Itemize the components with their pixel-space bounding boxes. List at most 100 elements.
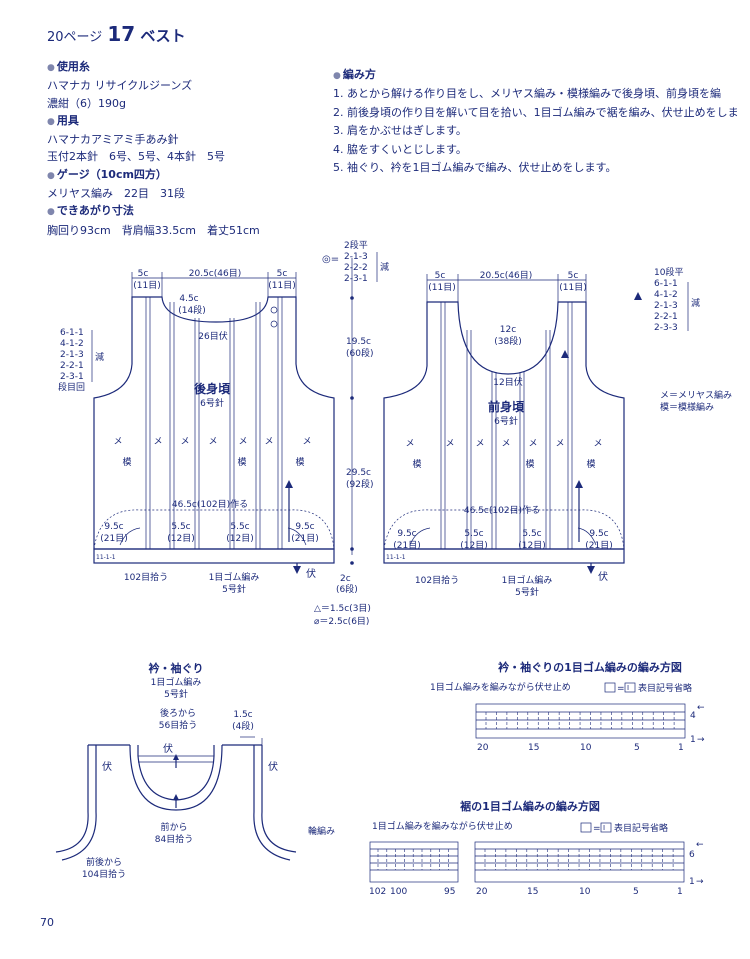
back-ribbing-label: 1目ゴム編み (209, 571, 260, 583)
collar-bindoff-center: 伏 (163, 742, 173, 755)
svg-text:メ: メ (555, 439, 564, 449)
collar-needle: 5号針 (164, 688, 188, 700)
svg-text:2-1-3: 2-1-3 (654, 301, 678, 311)
front-needle: 6号針 (494, 415, 518, 427)
back-pattern-lines (145, 297, 283, 549)
svg-text:2-3-3: 2-3-3 (654, 323, 678, 333)
legend-circle: ⌀＝2.5c(6目) (314, 616, 369, 627)
size-value: 胸回り93cm 背肩幅33.5cm 着丈51cm (47, 223, 260, 237)
chart1-note: 1目ゴム編みを編みながら伏せ止め (430, 681, 571, 693)
collar-front-pick: 前から (160, 821, 187, 833)
svg-text:1: 1 (689, 877, 695, 887)
front-pat-right: 5.5c (522, 529, 541, 539)
front-pat-left-sts: (12目) (460, 540, 487, 551)
height-2-rows: (92段) (346, 478, 373, 490)
svg-text:メ: メ (264, 437, 273, 447)
svg-text:模: 模 (295, 457, 304, 468)
shoulder-label: 減 (380, 261, 389, 273)
back-neck-bind: 26目伏 (198, 330, 227, 342)
back-cast-on: 46.5c(102目)作る (172, 498, 248, 510)
front-side-right-sts: (21目) (585, 540, 612, 551)
front-pat-right-sts: (12目) (518, 540, 545, 551)
back-side-left: 9.5c (104, 522, 123, 532)
back-pat-left: 5.5c (171, 522, 190, 532)
step-3: 3. 肩をかぶせはぎします。 (333, 124, 467, 138)
svg-text:6: 6 (689, 850, 695, 860)
back-hem-num: 11-1-1 (96, 554, 116, 561)
svg-text:1: 1 (690, 735, 696, 745)
tools-line-2: 玉付2本針 6号、5号、4本針 5号 (47, 150, 225, 164)
materials-block: 使用糸 ハマナカ リサイクルジーンズ 濃紺（6）190g 用具 ハマナカアミアミ… (47, 58, 260, 239)
svg-text:模: 模 (525, 459, 534, 470)
gauge-heading: ゲージ（10cm四方） (47, 166, 260, 185)
svg-text:→: → (697, 735, 705, 745)
svg-text:段目回: 段目回 (58, 381, 85, 393)
front-dec-title: 10段平 (654, 266, 683, 278)
legend-moyo: 模＝模様編み (660, 401, 714, 413)
svg-text:メ: メ (302, 437, 311, 447)
legend-me: メ＝メリヤス編み (660, 389, 732, 401)
collar-bindoff-left: 伏 (102, 760, 112, 773)
back-needle: 6号針 (200, 397, 224, 409)
chart1-legend: 表目記号省略 (638, 682, 692, 694)
svg-text:→: → (696, 877, 704, 887)
back-bindoff: 伏 (306, 567, 316, 580)
pattern-title: ベスト (140, 27, 186, 45)
svg-text:2-3-1: 2-3-1 (60, 372, 84, 382)
front-ribbing-label: 1目ゴム編み (502, 574, 553, 586)
svg-text:←: ← (697, 703, 705, 713)
front-cast-on: 46.5c(102目)作る (464, 504, 540, 516)
svg-text:20: 20 (476, 887, 488, 897)
back-side-right-sts: (21目) (291, 533, 318, 544)
instructions-heading: 編み方 (333, 66, 739, 85)
height-1-rows: (60段) (346, 347, 373, 359)
front-side-left-sts: (21目) (393, 540, 420, 551)
svg-text:メ: メ (180, 437, 189, 447)
svg-text:I: I (603, 824, 605, 832)
front-arrow-up-icon (575, 480, 583, 488)
shoulder-3: 2-3-1 (344, 274, 368, 284)
svg-text:←: ← (696, 840, 704, 850)
yarn-heading: 使用糸 (47, 58, 260, 77)
back-caston-line (93, 509, 335, 550)
front-ribbing (383, 548, 625, 564)
front-ribbing-needle: 5号針 (515, 586, 539, 598)
chart2-grid (370, 848, 684, 871)
svg-text:メ: メ (593, 439, 602, 449)
front-neck: 12c (500, 325, 516, 335)
front-neck-bind: 12目伏 (493, 376, 522, 388)
back-pat-left-sts: (12目) (167, 533, 194, 544)
front-top-left-sts: (11目) (428, 282, 455, 293)
back-armhole-dec: 6-1-1 4-1-2 2-1-3 2-2-1 2-3-1 段目回 (58, 328, 85, 393)
front-hem-num: 11-1-1 (386, 554, 406, 561)
front-top-right: 5c (568, 271, 579, 281)
armhole-pick-sts: 104目拾う (82, 868, 126, 880)
collar-back-arrow-icon (173, 754, 179, 760)
chart1-title: 衿・袖ぐりの1目ゴム編みの編み方図 (498, 660, 682, 674)
svg-text:メ: メ (238, 437, 247, 447)
front-dec-label: 減 (691, 297, 700, 309)
front-name: 前身頃 (488, 399, 525, 414)
collar-title: 衿・袖ぐり (149, 661, 204, 675)
svg-text:模: 模 (586, 459, 595, 470)
back-arrow-down-icon (293, 566, 301, 574)
center-measurements: ◎= 2段平 2-1-3 2-2-2 2-3-1 減 19.5c (60段) 2… (314, 239, 389, 627)
front-dec-triangle-icon (634, 292, 642, 300)
gauge-value: メリヤス編み 22目 31段 (47, 187, 185, 201)
back-top-left: 5c (138, 269, 149, 279)
back-body-diagram: 5c (11目) 20.5c(46目) 5c (11目) 4.5c (14段) … (58, 268, 335, 595)
back-neck: 4.5c (179, 294, 198, 304)
svg-text:20: 20 (477, 743, 489, 753)
svg-text:1: 1 (677, 887, 683, 897)
front-pickup: 102目拾う (415, 574, 459, 586)
svg-text:95: 95 (444, 887, 455, 897)
svg-text:6-1-1: 6-1-1 (60, 328, 84, 338)
svg-text:メ: メ (208, 437, 217, 447)
back-side-right: 9.5c (295, 522, 314, 532)
pattern-number: 17 (107, 22, 136, 46)
back-neck-rows: (14段) (178, 304, 205, 316)
front-pat-left: 5.5c (464, 529, 483, 539)
page-header: 20ページ 17 ベスト (47, 22, 186, 46)
chart1-ribbing: 衿・袖ぐりの1目ゴム編みの編み方図 1目ゴム編みを編みながら伏せ止め = I 表… (430, 660, 705, 753)
